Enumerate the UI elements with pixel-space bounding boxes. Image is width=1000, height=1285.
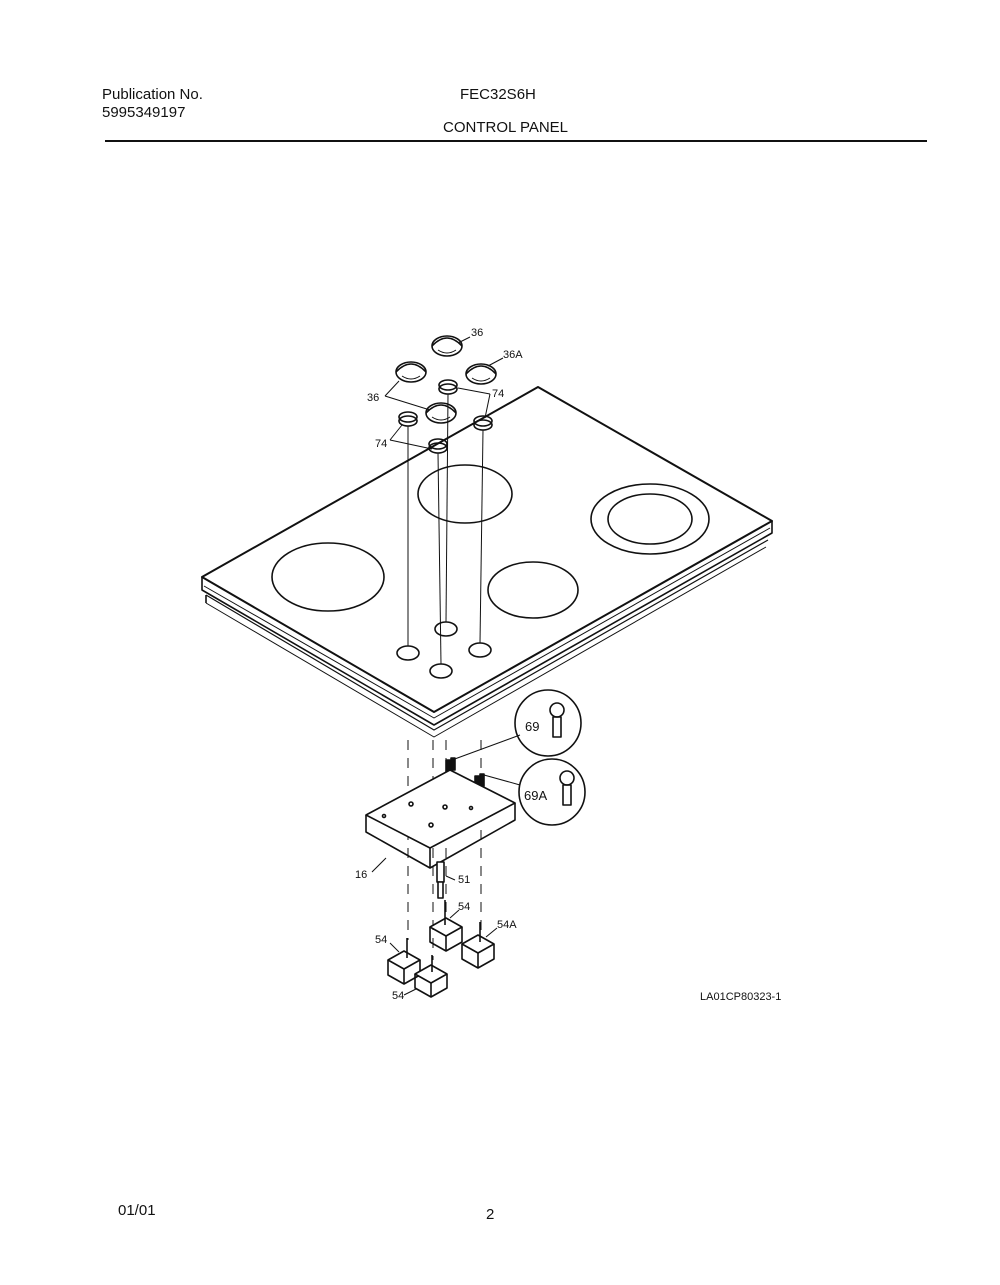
label-switch-front: 54 <box>392 990 404 1002</box>
label-knob-right: 36A <box>503 349 523 361</box>
label-leaders <box>371 336 504 996</box>
label-screw-69A: 69A <box>524 788 547 803</box>
label-bracket: 16 <box>355 869 367 881</box>
screw-callout-69A <box>483 758 586 826</box>
switch-stem <box>436 861 445 899</box>
label-switch-center: 54 <box>458 901 470 913</box>
drawing-number: LA01CP80323-1 <box>700 991 781 1003</box>
label-switch-right: 54A <box>497 919 517 931</box>
knob-36-top <box>431 335 463 357</box>
header-rule <box>105 140 927 142</box>
label-screw-69: 69 <box>525 719 539 734</box>
publication-number: 5995349197 <box>102 104 186 121</box>
screw-callout-69 <box>451 689 582 761</box>
section-title: CONTROL PANEL <box>443 119 569 136</box>
switch-54-front <box>414 955 448 998</box>
label-switch-stem: 51 <box>458 874 470 886</box>
alignment-lines-upper <box>407 393 484 665</box>
switch-54-center <box>429 900 463 952</box>
footer-date: 01/01 <box>118 1202 156 1219</box>
model-number: FEC32S6H <box>460 86 536 103</box>
knob-36-left <box>395 361 427 383</box>
burner-element-left-rear <box>417 464 513 524</box>
label-knob-top: 36 <box>471 327 483 339</box>
label-ring-left: 74 <box>375 438 387 450</box>
burner-element-left-front <box>271 542 385 612</box>
burner-element-right-rear <box>590 483 710 555</box>
label-knob-left: 36 <box>367 392 379 404</box>
label-ring-right: 74 <box>492 388 504 400</box>
switch-54A-right <box>461 922 495 969</box>
knob-ring-top <box>438 379 458 395</box>
publication-label: Publication No. <box>102 86 203 103</box>
cooktop-glass <box>201 386 773 738</box>
page-number: 2 <box>486 1206 495 1223</box>
label-switch-left: 54 <box>375 934 387 946</box>
mounting-bracket <box>365 769 516 869</box>
alignment-lines-lower <box>407 740 482 960</box>
knob-36-front <box>425 402 457 424</box>
knob-36A-right <box>465 363 497 385</box>
burner-element-right-front <box>487 561 579 619</box>
knob-ring-left <box>398 411 418 427</box>
switch-54-left <box>387 938 421 985</box>
